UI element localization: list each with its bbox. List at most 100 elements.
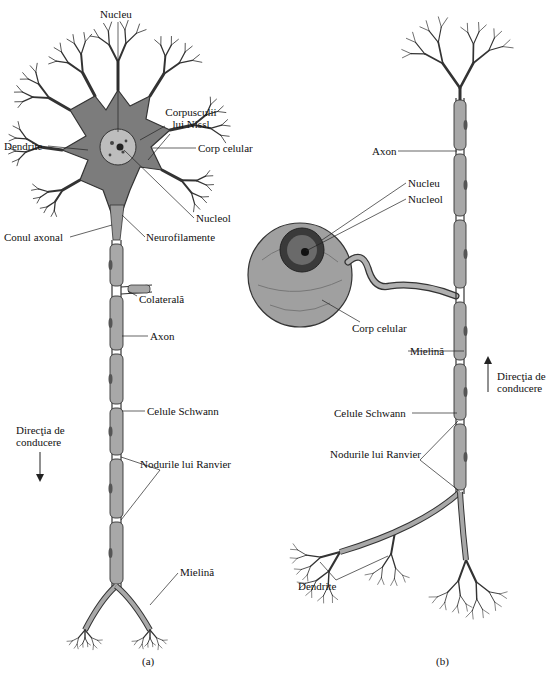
dendrite-branch [39,84,49,98]
dendrite-branch [54,48,61,52]
dendrite-branch [443,63,460,88]
dendrite-branch [222,125,230,126]
dendrite-tree [402,17,513,100]
dendrite-branch [221,135,229,136]
axon-branch [460,492,466,560]
dendrite-branch [92,645,94,650]
dendrite-branch [94,645,97,649]
dendrite-branch [402,54,410,58]
dendrite-branch [90,36,99,37]
dendrite-branch [150,638,152,643]
dendrite-branch [85,630,91,638]
dendrite-branch [99,37,109,45]
dendrite-branch [311,557,321,566]
dendrite-branch [298,550,307,555]
dendrite-branch [94,29,99,37]
axon-branch [460,492,466,560]
dendrite-branch [206,185,211,191]
dendrite-branch [503,40,510,47]
dendrite-branch [500,594,507,598]
dendrite-branch [19,152,26,159]
dendrite-branch [40,192,48,197]
dendrite-branch [321,552,340,557]
dendrite-branch [438,42,442,63]
axon-branch [340,492,460,552]
dendrite-branch [68,63,82,73]
schwann-nucleus [109,427,113,437]
dendrite-branch [185,43,186,52]
dendrite-branch [445,603,446,610]
leader-lines [306,151,464,580]
schwann-nucleus [464,326,468,336]
dendrite-tree [8,20,230,216]
dendrite-branch [460,596,466,604]
schwann-nucleus [109,484,113,494]
dendrite-branch [38,189,48,192]
dendrite-branch [157,645,159,650]
dendrite-branch [81,54,83,73]
dendrite-branch [383,554,392,567]
dendrite-branch [206,184,213,185]
part-label: Nodurile lui Ranvier [330,448,421,460]
chromatin [110,141,114,145]
dendrite-branch [83,638,85,643]
nucleus [100,129,136,165]
dendrite-branch [148,638,150,643]
dendrite-branch [108,22,111,31]
dendrite-branch [493,29,494,38]
dendrite-branch [425,54,443,64]
dendrite-branch [134,641,137,645]
part-label: Corpusculii lui Nissl [160,106,222,130]
dendrite-branch [36,63,37,72]
dendrite-branch [161,45,166,56]
dendrite-branch [466,604,472,607]
dendrite-branch [196,176,205,180]
dendrite-branch [293,558,298,563]
dendrite-branch [466,560,476,582]
dendrite-branch [466,604,467,611]
dendrite-branch [185,46,192,52]
dendrite-branch [297,569,302,574]
dendrite-branch [23,97,33,102]
myelin-segment [128,285,150,293]
dendrite-branch [163,640,166,644]
dendrite-branch [164,63,179,74]
dendrite-branch [458,560,466,581]
dendrite-branch [72,638,78,641]
dendrite-branch [18,122,20,130]
dendrite-branch [494,31,501,38]
dendrite-branch [49,61,57,64]
part-label: Axon [150,330,174,342]
dendrite-branch [139,644,142,648]
direction-arrow [40,452,41,480]
dendrite-branch [12,159,19,162]
dendrite-branch [318,596,324,601]
chromatin [125,140,128,143]
dendrite-branch [297,555,306,558]
dendrite-branch [9,135,16,139]
part-label: Conul axonal [4,231,63,243]
dendrite-branch [221,135,226,143]
dendrite-branch [20,79,28,80]
dendrite-branch [475,582,477,599]
axon-branch [85,586,116,630]
dendrite-branch [477,599,483,609]
dendrite-branch [31,189,38,190]
dendrite-branch [79,630,85,638]
dendrite-branch [181,179,196,181]
dendrite-branch [473,51,489,64]
part-label: (b) [436,655,449,667]
axon-branch [116,586,150,630]
dendrite-branch [429,31,438,42]
nucleus [280,228,324,272]
collateral [121,285,152,294]
dendrite-branch [74,44,81,55]
dendrite-branch [473,32,479,45]
nucleolus [117,144,124,151]
part-label: Direcţia de conducere [497,370,559,394]
dendrite-branch [323,596,324,603]
axon-hillock [110,205,124,240]
dendrite-branch [222,120,228,125]
dendrite-branch [472,599,476,611]
dendrite-branch [69,641,72,645]
